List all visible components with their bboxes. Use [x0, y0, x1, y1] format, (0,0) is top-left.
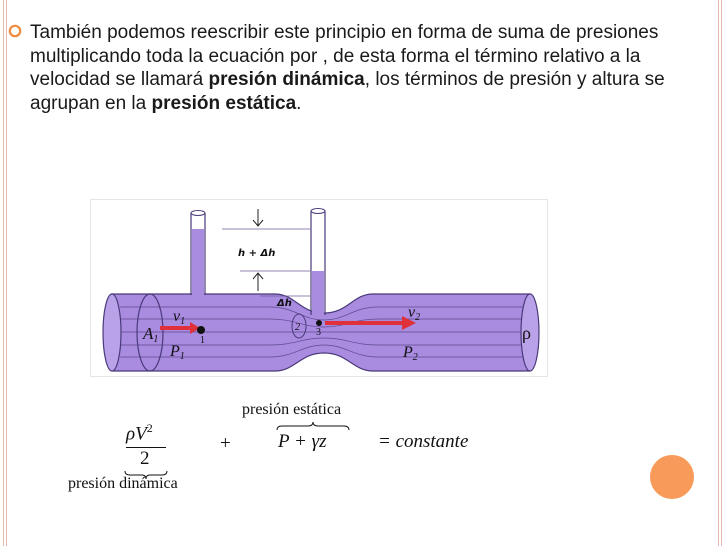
slide-paragraph: También podemos reescribir este principi… — [30, 21, 722, 115]
tube-left-fluid — [192, 229, 204, 295]
arrow-v2-head — [402, 316, 416, 330]
margin-line-right-1 — [718, 0, 719, 546]
height-arrow-up-icon — [252, 272, 264, 291]
paragraph-bold-static: presión estática — [151, 92, 297, 114]
p1-label-sub: 1 — [180, 351, 185, 362]
height-label: h + Δh — [238, 248, 275, 259]
dynamic-denominator: 2 — [140, 448, 150, 469]
paragraph-text-3: . — [296, 92, 302, 114]
static-overbrace — [276, 421, 350, 431]
dynamic-underbrace — [124, 470, 168, 480]
dynamic-numerator: ρV2 — [126, 421, 153, 445]
v2-label-main: v — [408, 304, 416, 321]
p1-label: P1 — [169, 343, 185, 362]
section-a1-ring — [136, 293, 164, 372]
dynamic-numerator-main: ρV — [126, 423, 147, 445]
tube-right-outline — [310, 211, 326, 315]
p2-label-sub: 2 — [413, 352, 418, 363]
v2-label: v2 — [408, 304, 420, 323]
a1-label: A1 — [142, 324, 158, 345]
section-throat-ring — [291, 313, 307, 339]
margin-line-right-2 — [721, 0, 722, 546]
v1-label-main: v — [173, 308, 181, 325]
v1-label: v1 — [173, 308, 185, 327]
a1-label-main: A — [142, 324, 154, 343]
paragraph-bold-dynamic: presión dinámica — [208, 69, 365, 90]
bullet-icon — [8, 24, 22, 38]
plus-sign: + — [220, 433, 231, 454]
point-3-label: 3 — [316, 327, 321, 338]
static-expression: P + γz — [278, 431, 327, 452]
paragraph-text-2: , los términos de presión y altura se ag… — [30, 69, 665, 114]
p2-label: P2 — [402, 344, 418, 363]
fraction-bar — [126, 447, 166, 448]
arrow-v1-head — [190, 322, 200, 334]
rho-label: ρ — [522, 323, 531, 343]
height-arrow-down-icon — [252, 209, 264, 227]
paragraph-text-1: También podemos reescribir este principi… — [30, 22, 659, 90]
bernoulli-formula: ρV2 2 presión dinámica + presión estátic… — [60, 395, 540, 505]
point-1-marker — [197, 326, 205, 334]
margin-line-left-1 — [3, 0, 4, 546]
margin-line-left-2 — [6, 0, 7, 546]
tube-left-top — [190, 210, 206, 216]
tube-right-fluid — [312, 271, 324, 315]
delta-label: Δh — [276, 298, 292, 309]
dynamic-numerator-exp: 2 — [146, 421, 153, 435]
v2-label-sub: 2 — [415, 312, 420, 323]
venturi-diagram: h + Δh Δh A1 v1 P1 1 2 3 v2 P2 ρ — [90, 199, 548, 377]
outlet-right-end — [520, 293, 540, 372]
inlet-left-end — [102, 293, 122, 372]
tube-right-top — [310, 208, 326, 214]
tube-left-outline — [190, 213, 206, 295]
point-1-label: 1 — [200, 335, 205, 346]
static-label: presión estática — [242, 401, 342, 418]
point-2-label: 2 — [295, 322, 300, 333]
dynamic-label: presión dinámica — [68, 475, 178, 492]
point-3-marker — [316, 320, 322, 326]
decorative-orange-circle — [650, 455, 694, 499]
v1-label-sub: 1 — [180, 316, 185, 327]
streamlines — [120, 306, 525, 358]
a1-label-sub: 1 — [153, 334, 158, 345]
equals-constant: = constante — [378, 431, 469, 452]
p1-label-main: P — [169, 343, 180, 360]
p2-label-main: P — [402, 344, 413, 361]
